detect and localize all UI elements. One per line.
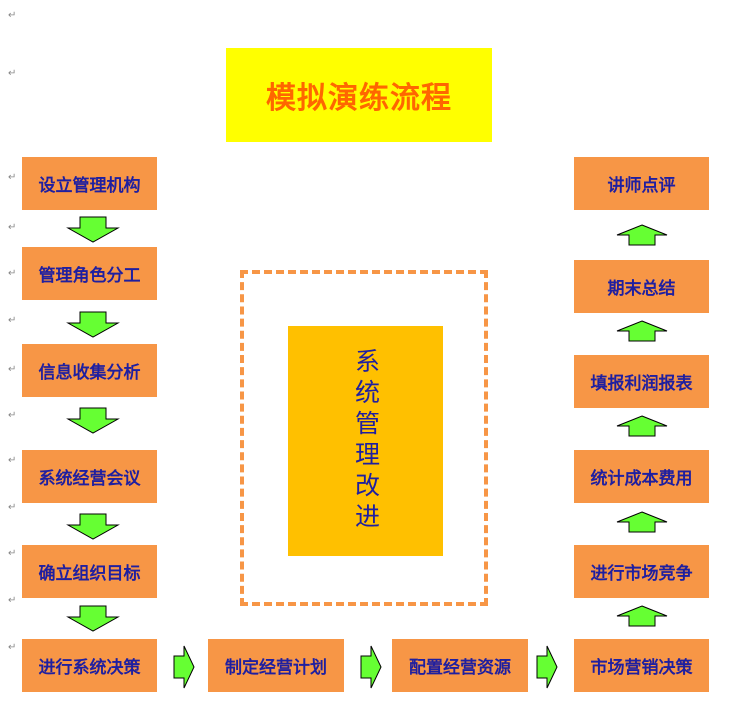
step-market-competition: 进行市场竞争	[574, 545, 709, 598]
step-label: 填报利润报表	[590, 374, 693, 394]
step-cost-statistics: 统计成本费用	[574, 450, 709, 503]
step-business-meeting: 系统经营会议	[22, 450, 157, 503]
down-arrow-icon	[66, 407, 120, 434]
paragraph-mark-icon: ↵	[8, 364, 17, 375]
paragraph-mark-icon: ↵	[8, 548, 17, 559]
center-label: 系统管理改进	[351, 348, 381, 534]
diagram-title: 模拟演练流程	[266, 81, 452, 116]
paragraph-mark-icon: ↵	[8, 502, 17, 513]
up-arrow-icon	[616, 224, 668, 246]
step-label: 进行系统决策	[38, 658, 141, 678]
paragraph-mark-icon: ↵	[8, 10, 17, 21]
step-info-collection: 信息收集分析	[22, 344, 157, 397]
paragraph-mark-icon: ↵	[8, 410, 17, 421]
center-dashed-frame	[240, 270, 488, 606]
up-arrow-icon	[616, 511, 668, 533]
step-label: 确立组织目标	[38, 564, 141, 584]
step-label: 管理角色分工	[38, 266, 141, 286]
paragraph-mark-icon: ↵	[8, 455, 17, 466]
down-arrow-icon	[66, 311, 120, 338]
step-label: 讲师点评	[607, 176, 676, 196]
step-label: 期末总结	[607, 279, 676, 299]
step-label: 进行市场竞争	[590, 564, 693, 584]
down-arrow-icon	[66, 216, 120, 243]
step-label: 系统经营会议	[38, 469, 141, 489]
right-arrow-icon	[360, 645, 382, 689]
up-arrow-icon	[616, 605, 668, 627]
up-arrow-icon	[616, 320, 668, 342]
step-profit-report: 填报利润报表	[574, 355, 709, 408]
step-instructor-review: 讲师点评	[574, 157, 709, 210]
step-label: 设立管理机构	[38, 176, 141, 196]
step-label: 制定经营计划	[225, 658, 327, 678]
paragraph-mark-icon: ↵	[8, 595, 17, 606]
step-label: 统计成本费用	[590, 469, 693, 489]
step-label: 配置经营资源	[409, 658, 511, 678]
step-system-decision: 进行系统决策	[22, 639, 157, 692]
right-arrow-icon	[173, 645, 195, 689]
step-period-summary: 期末总结	[574, 260, 709, 313]
step-role-division: 管理角色分工	[22, 247, 157, 300]
right-arrow-icon	[536, 645, 558, 689]
step-label: 市场营销决策	[590, 658, 693, 678]
center-box: 系统管理改进	[288, 326, 443, 556]
step-label: 信息收集分析	[38, 363, 141, 383]
paragraph-mark-icon: ↵	[8, 222, 17, 233]
down-arrow-icon	[66, 513, 120, 540]
up-arrow-icon	[616, 415, 668, 437]
paragraph-mark-icon: ↵	[8, 172, 17, 183]
step-set-up-management: 设立管理机构	[22, 157, 157, 210]
paragraph-mark-icon: ↵	[8, 68, 17, 79]
step-set-goals: 确立组织目标	[22, 545, 157, 598]
title-box: 模拟演练流程	[226, 48, 492, 142]
paragraph-mark-icon: ↵	[8, 642, 17, 653]
step-allocate-resources: 配置经营资源	[392, 639, 528, 692]
down-arrow-icon	[66, 605, 120, 632]
step-marketing-decision: 市场营销决策	[574, 639, 709, 692]
step-make-plan: 制定经营计划	[208, 639, 344, 692]
paragraph-mark-icon: ↵	[8, 268, 17, 279]
paragraph-mark-icon: ↵	[8, 315, 17, 326]
